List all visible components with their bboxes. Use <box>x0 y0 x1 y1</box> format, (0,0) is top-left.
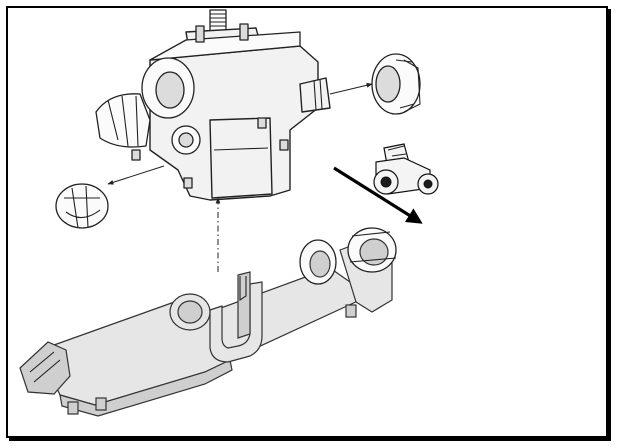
valve-body <box>131 9 331 201</box>
bottom-left-cap-knob <box>55 183 109 229</box>
direction-arrow <box>333 166 423 224</box>
left-cap-leader <box>107 165 165 185</box>
right-dial-knob <box>371 53 421 115</box>
left-cap-knob <box>95 93 151 148</box>
tractor-icon <box>373 143 439 195</box>
manifold-base <box>19 227 397 417</box>
right-dial-leader <box>329 82 373 95</box>
